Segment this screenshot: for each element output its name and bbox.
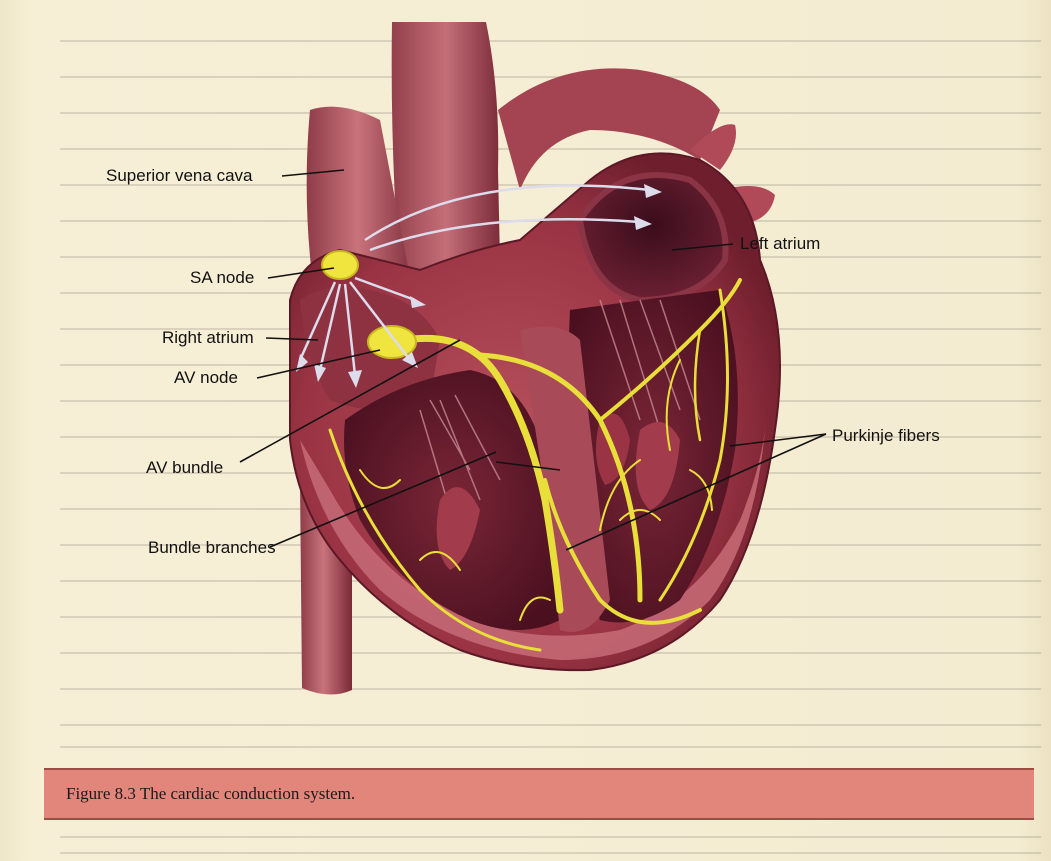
figure-caption-bar: Figure 8.3 The cardiac conduction system… [44,768,1034,820]
label-right-atrium: Right atrium [162,328,254,348]
label-sa-node: SA node [190,268,254,288]
av-node [368,326,416,358]
label-superior-vena-cava: Superior vena cava [106,166,252,186]
label-purkinje-fibers: Purkinje fibers [832,426,940,446]
label-av-bundle: AV bundle [146,458,223,478]
label-av-node: AV node [174,368,238,388]
sa-node [322,251,358,279]
label-left-atrium: Left atrium [740,234,820,254]
figure-caption: Figure 8.3 The cardiac conduction system… [66,784,355,804]
aorta [392,22,500,280]
label-bundle-branches: Bundle branches [148,538,276,558]
